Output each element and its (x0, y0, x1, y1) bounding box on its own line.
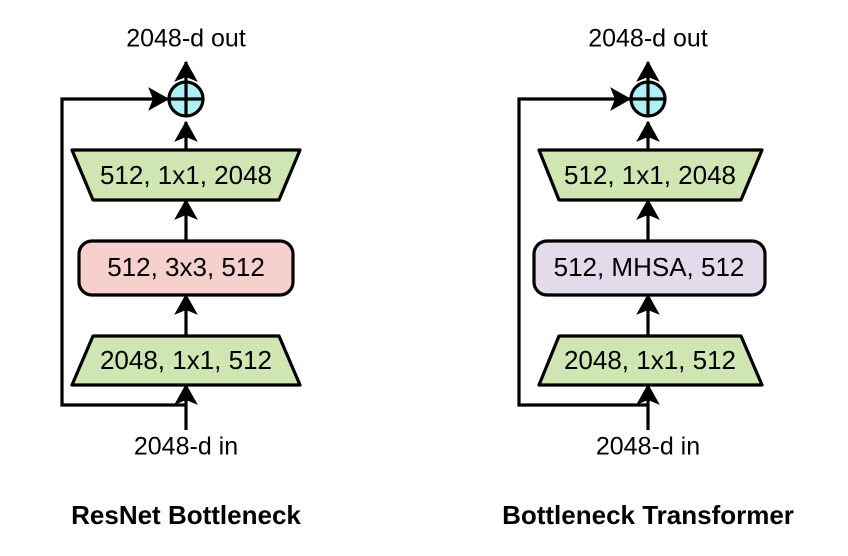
block-out-proj: 512, 1x1, 2048 (537, 148, 764, 202)
in-proj-label: 2048, 1x1, 512 (100, 345, 272, 375)
input-label: 2048-d in (596, 433, 700, 461)
output-label: 2048-d out (588, 25, 708, 53)
spatial-op-label: 512, MHSA, 512 (554, 252, 745, 282)
out-proj-label: 512, 1x1, 2048 (100, 160, 272, 190)
block-spatial-op: 512, 3x3, 512 (77, 239, 295, 297)
panel-resnet-bottleneck: 2048-d out 512, 1x1, 2048 512, 3x3, 512 (60, 25, 302, 530)
panel-bottleneck-transformer: 2048-d out 512, 1x1, 2048 512, MHSA, 512 (502, 25, 794, 530)
block-in-proj: 2048, 1x1, 512 (70, 334, 302, 387)
spatial-op-label: 512, 3x3, 512 (107, 252, 265, 282)
input-label: 2048-d in (134, 433, 238, 461)
block-in-proj: 2048, 1x1, 512 (537, 334, 764, 387)
out-proj-trapezoid (70, 148, 302, 202)
sum-node (167, 80, 205, 118)
out-proj-trapezoid (537, 148, 764, 202)
in-proj-label: 2048, 1x1, 512 (564, 345, 736, 375)
skip-connection-path (60, 87, 186, 407)
panel-caption: Bottleneck Transformer (502, 500, 794, 530)
output-label: 2048-d out (126, 25, 246, 53)
sum-node (629, 80, 667, 118)
block-out-proj: 512, 1x1, 2048 (70, 148, 302, 202)
in-proj-trapezoid (537, 334, 764, 387)
block-spatial-op: 512, MHSA, 512 (532, 239, 767, 297)
out-proj-label: 512, 1x1, 2048 (564, 160, 736, 190)
skip-connection-path (517, 87, 648, 407)
in-proj-trapezoid (70, 334, 302, 387)
panel-caption: ResNet Bottleneck (71, 500, 301, 530)
